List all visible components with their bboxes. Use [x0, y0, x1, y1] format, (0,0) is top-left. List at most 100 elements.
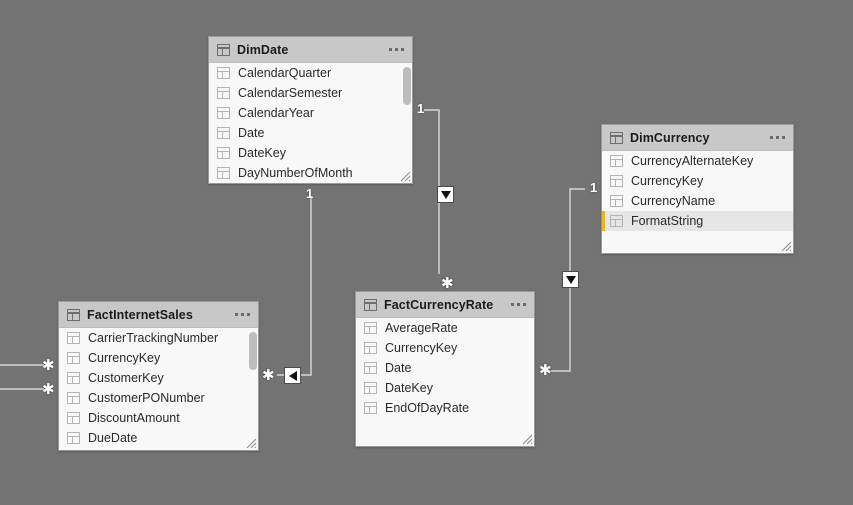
resize-grip-icon[interactable]: [400, 171, 411, 182]
table-icon: [610, 131, 623, 144]
link-dimcurrency-factcurrencyrate: [551, 188, 585, 372]
field-row[interactable]: EndOfDayRate: [356, 398, 534, 418]
column-icon: [67, 332, 80, 344]
field-list-dimcurrency[interactable]: CurrencyAlternateKey CurrencyKey Currenc…: [602, 151, 793, 253]
field-name: CurrencyKey: [88, 351, 161, 365]
field-row[interactable]: DiscountAmount: [59, 408, 258, 428]
cardinality-one-label: 1: [417, 101, 425, 116]
table-header-factcurrencyrate[interactable]: FactCurrencyRate: [356, 292, 534, 318]
column-icon: [364, 382, 377, 394]
field-row[interactable]: CurrencyKey: [59, 348, 258, 368]
field-row[interactable]: CustomerKey: [59, 368, 258, 388]
field-name: Date: [238, 126, 265, 140]
cross-filter-arrow-left[interactable]: [284, 367, 301, 384]
column-icon: [364, 362, 377, 374]
field-list-factcurrencyrate[interactable]: AverageRate CurrencyKey Date DateKey End…: [356, 318, 534, 446]
table-header-dimcurrency[interactable]: DimCurrency: [602, 125, 793, 151]
field-name: DueDate: [88, 431, 138, 445]
column-icon: [610, 195, 623, 207]
resize-grip-icon[interactable]: [522, 434, 533, 445]
field-name: AverageRate: [385, 321, 458, 335]
column-icon: [610, 175, 623, 187]
field-name: DiscountAmount: [88, 411, 180, 425]
field-row[interactable]: DateKey: [209, 143, 412, 163]
field-row[interactable]: CalendarYear: [209, 103, 412, 123]
cardinality-one-label: 1: [306, 186, 314, 201]
field-row-selected[interactable]: FormatString: [602, 211, 793, 231]
cross-filter-arrow-down[interactable]: [562, 271, 579, 288]
vertical-scrollbar[interactable]: [248, 328, 258, 450]
field-row[interactable]: Date: [209, 123, 412, 143]
field-row[interactable]: CurrencyKey: [602, 171, 793, 191]
field-name: CurrencyKey: [385, 341, 458, 355]
field-list-dimdate[interactable]: CalendarQuarter CalendarSemester Calenda…: [209, 63, 412, 183]
field-row[interactable]: CurrencyKey: [356, 338, 534, 358]
cardinality-many-marker: ✱: [42, 380, 55, 398]
column-icon: [67, 392, 80, 404]
field-row[interactable]: CalendarQuarter: [209, 63, 412, 83]
column-icon: [364, 402, 377, 414]
table-title: FactInternetSales: [87, 307, 193, 322]
table-header-factinternetsales[interactable]: FactInternetSales: [59, 302, 258, 328]
field-row[interactable]: CurrencyName: [602, 191, 793, 211]
table-card-dimcurrency[interactable]: DimCurrency CurrencyAlternateKey Currenc…: [601, 124, 794, 254]
cardinality-many-marker: ✱: [539, 361, 552, 379]
column-icon: [610, 215, 623, 227]
scrollbar-thumb[interactable]: [403, 67, 411, 105]
table-menu-button[interactable]: [385, 44, 406, 55]
field-row[interactable]: CurrencyAlternateKey: [602, 151, 793, 171]
table-title: FactCurrencyRate: [384, 297, 494, 312]
column-icon: [217, 107, 230, 119]
table-card-factinternetsales[interactable]: FactInternetSales CarrierTrackingNumber …: [58, 301, 259, 451]
table-card-dimdate[interactable]: DimDate CalendarQuarter CalendarSemester…: [208, 36, 413, 184]
column-icon: [364, 322, 377, 334]
field-name: CustomerPONumber: [88, 391, 205, 405]
field-name: DateKey: [385, 381, 433, 395]
resize-grip-icon[interactable]: [246, 438, 257, 449]
column-icon: [67, 412, 80, 424]
field-name: CalendarSemester: [238, 86, 343, 100]
field-name: CurrencyName: [631, 194, 716, 208]
field-row[interactable]: DayNumberOfMonth: [209, 163, 412, 183]
field-name: DateKey: [238, 146, 286, 160]
field-name: FormatString: [631, 214, 704, 228]
field-name: CurrencyKey: [631, 174, 704, 188]
field-row[interactable]: CustomerPONumber: [59, 388, 258, 408]
column-icon: [610, 155, 623, 167]
column-icon: [67, 352, 80, 364]
cardinality-one-label: 1: [590, 180, 598, 195]
field-row[interactable]: AverageRate: [356, 318, 534, 338]
table-menu-button[interactable]: [507, 299, 528, 310]
field-name: EndOfDayRate: [385, 401, 470, 415]
field-row[interactable]: DateKey: [356, 378, 534, 398]
table-title: DimDate: [237, 42, 289, 57]
field-list-factinternetsales[interactable]: CarrierTrackingNumber CurrencyKey Custom…: [59, 328, 258, 450]
table-icon: [217, 43, 230, 56]
column-icon: [67, 372, 80, 384]
table-menu-button[interactable]: [231, 309, 252, 320]
table-card-factcurrencyrate[interactable]: FactCurrencyRate AverageRate CurrencyKey…: [355, 291, 535, 447]
field-row[interactable]: CarrierTrackingNumber: [59, 328, 258, 348]
field-name: CalendarYear: [238, 106, 314, 120]
column-icon: [364, 342, 377, 354]
field-row[interactable]: Date: [356, 358, 534, 378]
column-icon: [217, 167, 230, 179]
field-name: CurrencyAlternateKey: [631, 154, 754, 168]
field-row[interactable]: DueDate: [59, 428, 258, 448]
cardinality-many-marker: ✱: [42, 356, 55, 374]
scrollbar-thumb[interactable]: [249, 332, 257, 370]
cross-filter-arrow-down[interactable]: [437, 186, 454, 203]
resize-grip-icon[interactable]: [781, 241, 792, 252]
column-icon: [217, 127, 230, 139]
vertical-scrollbar[interactable]: [402, 63, 412, 183]
cardinality-many-marker: ✱: [441, 274, 454, 292]
table-icon: [67, 308, 80, 321]
field-row[interactable]: CalendarSemester: [209, 83, 412, 103]
field-name: Date: [385, 361, 412, 375]
table-menu-button[interactable]: [766, 132, 787, 143]
column-icon: [217, 147, 230, 159]
table-title: DimCurrency: [630, 130, 710, 145]
table-icon: [364, 298, 377, 311]
table-header-dimdate[interactable]: DimDate: [209, 37, 412, 63]
